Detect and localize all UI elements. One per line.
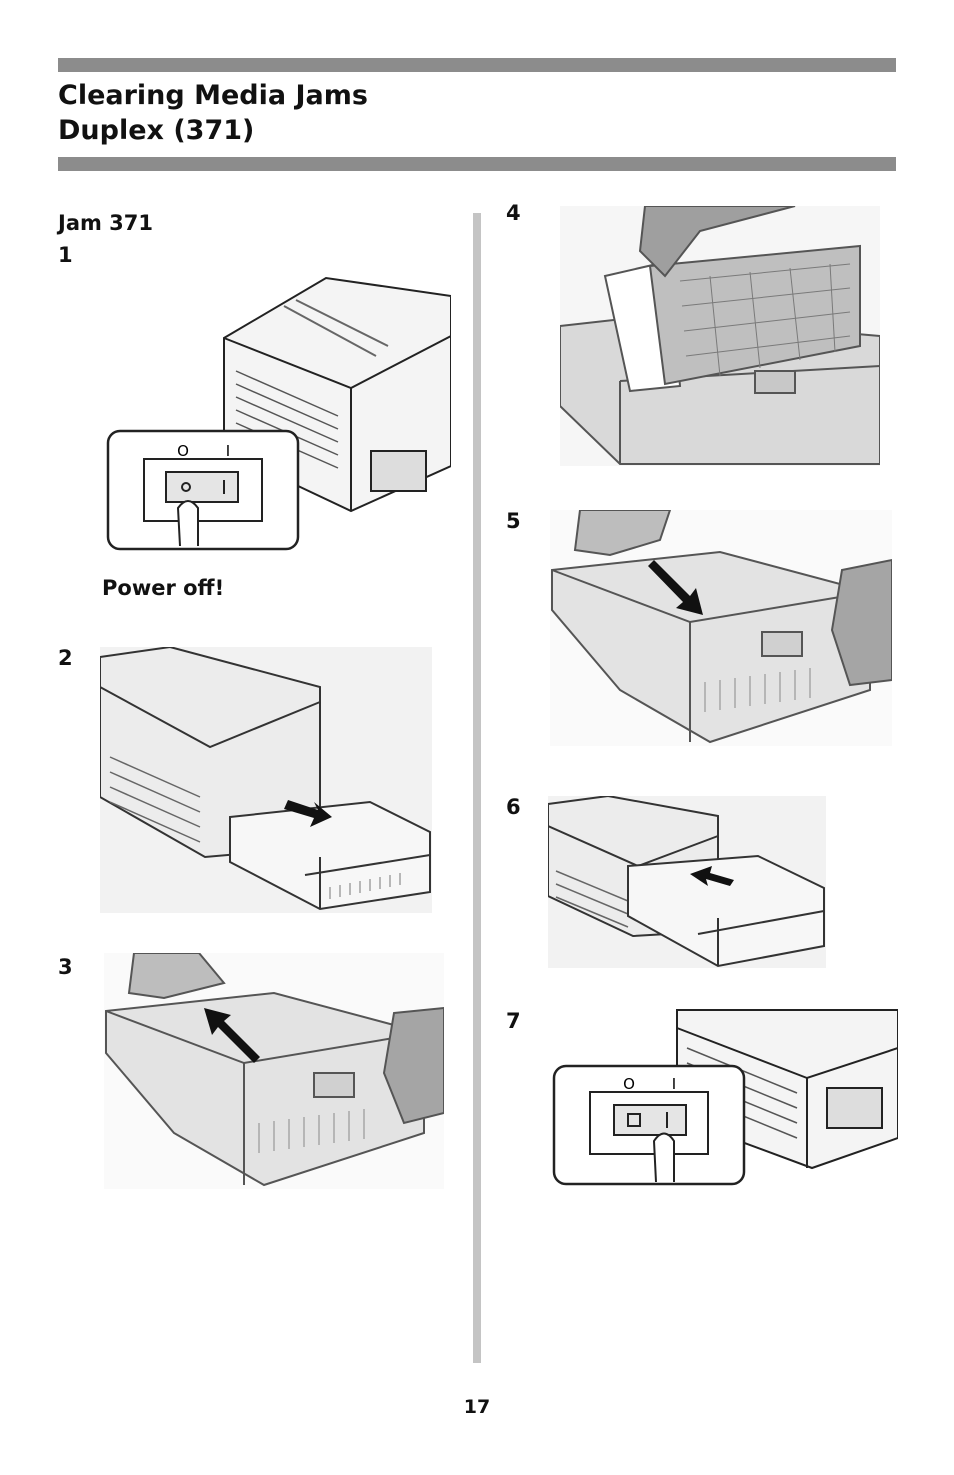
figure-lift-cover: [104, 953, 444, 1189]
top-rule: [58, 58, 896, 72]
step-3-number: 3: [58, 955, 73, 979]
figure-remove-paper: [560, 206, 880, 466]
step-4-number: 4: [506, 201, 521, 225]
figure-pull-duplex-out: [100, 647, 432, 913]
arrow-lift-up: [204, 1008, 260, 1063]
power-switch-inset: O I: [106, 429, 300, 551]
title-line-1: Clearing Media Jams: [58, 80, 368, 111]
step-6-number: 6: [506, 795, 521, 819]
switch-on-mark-2: I: [672, 1075, 676, 1093]
arrow-push-in: [690, 866, 734, 886]
switch-off-mark-2: O: [623, 1075, 635, 1093]
figure-close-cover: [550, 510, 892, 746]
switch-off-mark: O: [177, 442, 189, 460]
power-off-caption: Power off!: [102, 576, 225, 600]
page-title: Clearing Media Jams Duplex (371): [58, 78, 368, 148]
arrow-pull-out: [284, 800, 332, 827]
figure-push-duplex-in: [548, 796, 826, 968]
jam-label: Jam 371: [58, 211, 154, 235]
step-7-number: 7: [506, 1009, 521, 1033]
switch-on-mark: I: [226, 442, 230, 460]
page-number: 17: [463, 1396, 491, 1418]
title-line-2: Duplex (371): [58, 115, 255, 146]
step-5-number: 5: [506, 509, 521, 533]
figure-power-off: O I: [106, 276, 451, 554]
column-divider: [473, 213, 481, 1363]
power-switch-inset-on: O I: [552, 1064, 746, 1186]
figure-power-on: O I: [552, 1008, 898, 1188]
arrow-close-down: [648, 560, 703, 615]
step-1-number: 1: [58, 243, 73, 267]
step-2-number: 2: [58, 646, 73, 670]
bottom-rule: [58, 157, 896, 171]
